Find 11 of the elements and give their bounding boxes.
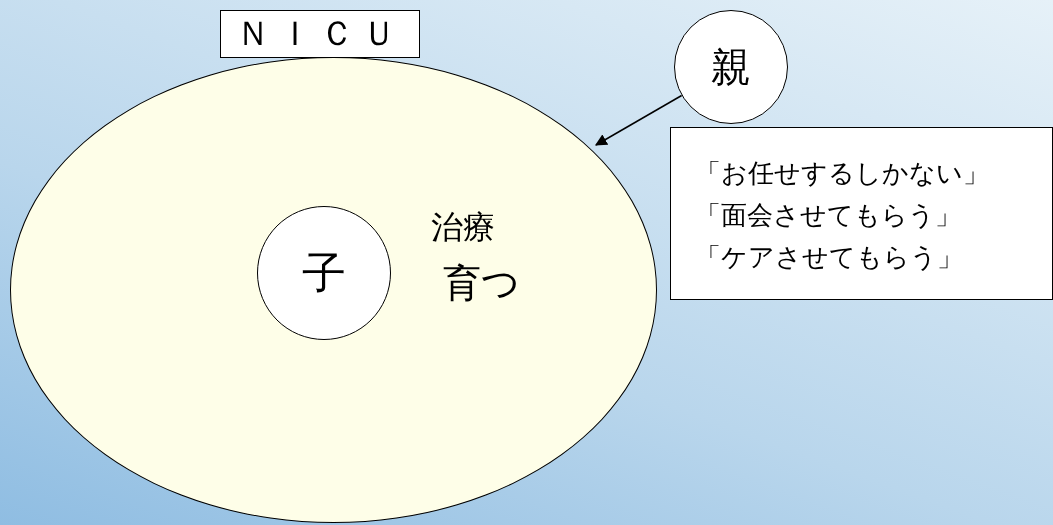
label-text: 子 bbox=[302, 245, 346, 300]
label-text: 育つ bbox=[443, 260, 520, 307]
arrow bbox=[594, 94, 683, 146]
label-text: 「ケアさせてもらう」 bbox=[695, 241, 963, 274]
label-text: 親 bbox=[711, 42, 751, 92]
label-text: 「お任せするしかない」 bbox=[695, 157, 989, 190]
label-text: 治療 bbox=[431, 207, 495, 248]
label-text: ＮＩＣＵ bbox=[236, 12, 404, 55]
quote-box bbox=[670, 127, 1053, 300]
label-text: 「面会させてもらう」 bbox=[695, 199, 961, 232]
label-box bbox=[220, 10, 420, 58]
